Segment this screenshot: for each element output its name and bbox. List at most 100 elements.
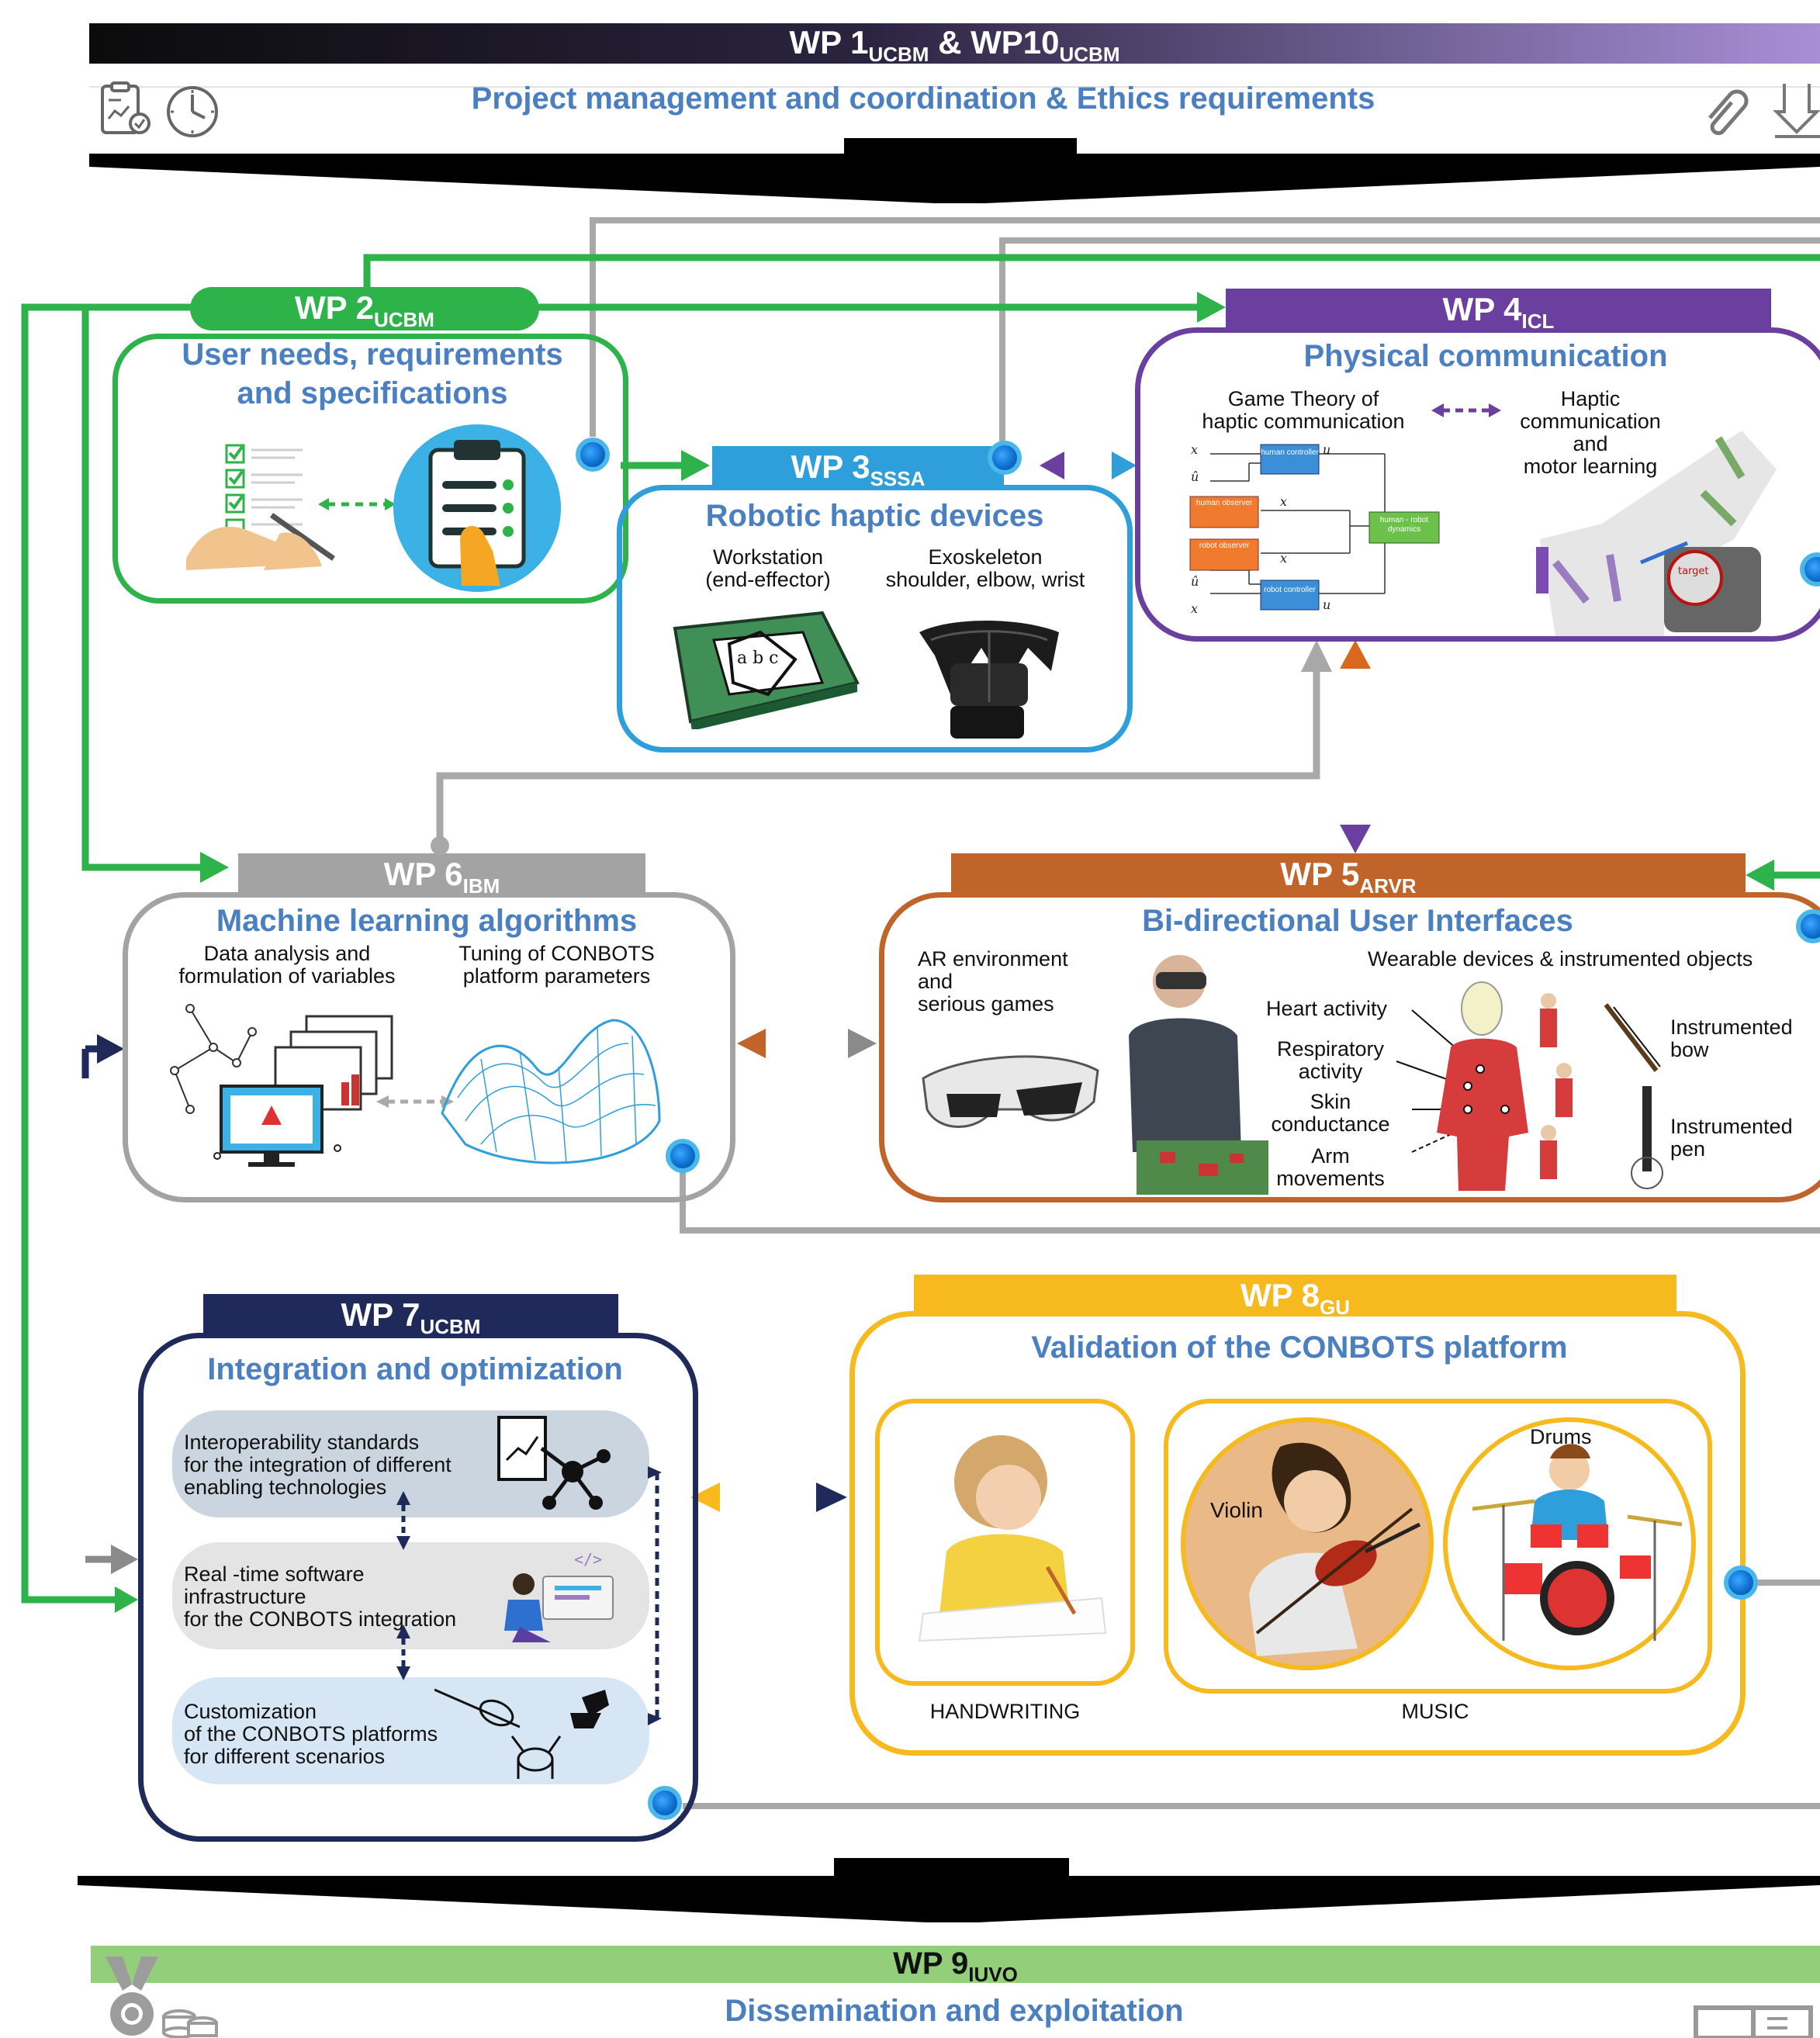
drums-illustration xyxy=(1443,1417,1696,1670)
wp7-header-bg xyxy=(203,1294,618,1337)
svg-text:û: û xyxy=(1191,574,1199,589)
wp2-box xyxy=(112,334,628,604)
wp7-header: WP 7UCBM xyxy=(341,1296,481,1338)
body-sensor-illustration xyxy=(1396,981,1573,1191)
svg-text:û: û xyxy=(1191,469,1199,484)
medal-icon xyxy=(106,1957,158,2036)
wp7-vertical-arrows xyxy=(396,1491,410,1680)
wp9-subtitle: Dissemination and exploitation xyxy=(725,1994,1184,2028)
workstation-tablet-illustration: a b c xyxy=(673,611,860,729)
wp3-connector-dot xyxy=(988,441,1022,475)
wp7-side-dashed-arrow xyxy=(648,1466,662,1725)
scenarios-icons xyxy=(434,1688,609,1779)
tablet-letters: a b c xyxy=(737,649,779,668)
svg-text:</>: </> xyxy=(574,1550,602,1569)
wp4-header: WP 4ICL xyxy=(1442,291,1555,333)
wp8-connector-dot xyxy=(1724,1566,1758,1600)
wp3-workstation-label: Workstation(end-effector) xyxy=(705,545,831,591)
wp9-header: WP 9IUVO xyxy=(893,1946,1018,1986)
paperclip-icon xyxy=(1708,89,1749,136)
wp2-header-bg xyxy=(190,287,539,330)
wp6-header: WP 6IBM xyxy=(383,856,500,898)
wp5-wearable-label: Wearable devices & instrumented objects xyxy=(1368,947,1753,971)
wp5-header-bg xyxy=(951,853,1746,897)
parameter-surface-illustration xyxy=(441,1019,661,1164)
wp7-connector-dot xyxy=(648,1786,682,1820)
wp6-header-bg xyxy=(238,853,645,897)
vr-user-illustration xyxy=(1129,955,1268,1195)
instrumented-objects-illustration xyxy=(1604,1003,1663,1189)
exoskeleton-illustration xyxy=(919,621,1059,739)
violin-illustration xyxy=(1181,1417,1434,1670)
wp3-header: WP 3SSSA xyxy=(791,448,926,490)
block-human-controller: human controller xyxy=(1261,448,1319,457)
clipboard-chart-icon xyxy=(101,81,151,134)
wp4-header-bg xyxy=(1226,289,1771,332)
software-developer-illustration: </> xyxy=(504,1550,614,1642)
svg-text:target: target xyxy=(1678,566,1709,577)
block-robot-controller: robot controller xyxy=(1264,586,1316,594)
clock-icon xyxy=(167,86,218,137)
wp5-connector-dot xyxy=(1796,909,1820,943)
wp8-handwriting-panel xyxy=(875,1399,1135,1686)
block-human-robot-dynamics: human - robot dynamics xyxy=(1379,516,1429,534)
wp7-item3-panel xyxy=(172,1677,649,1784)
wp5-subtitle: Bi-directional User Interfaces xyxy=(1142,904,1573,938)
wp4-dashed-arrow xyxy=(1431,403,1501,417)
wp8-drums-label: Drums xyxy=(1530,1425,1592,1448)
wp2-header: WP 2UCBM xyxy=(295,289,434,331)
wp8-subtitle: Validation of the CONBOTS platform xyxy=(1031,1330,1568,1365)
svg-text:x: x xyxy=(1280,494,1287,509)
wp6-connector-dot xyxy=(666,1139,700,1173)
wp8-handwriting-label: HANDWRITING xyxy=(929,1700,1081,1723)
download-icon xyxy=(1773,84,1820,138)
wp8-violin-label: Violin xyxy=(1210,1498,1263,1522)
wp6-subtitle: Machine learning algorithms xyxy=(216,904,638,938)
ar-glasses-illustration xyxy=(922,1055,1099,1128)
clipboard-illustration xyxy=(393,424,561,592)
block-robot-observer: robot observer xyxy=(1199,542,1250,550)
top-funnel xyxy=(89,138,1820,203)
wp8-music-label: MUSIC xyxy=(1401,1700,1469,1723)
wp1-header: WP 1UCBM & WP10UCBM xyxy=(789,24,1120,66)
child-handwriting-illustration xyxy=(918,1435,1107,1642)
svg-text:x: x xyxy=(1191,442,1198,457)
wp8-header: WP 8GU xyxy=(1240,1277,1350,1319)
wp4-subtitle: Physical communication xyxy=(1303,339,1668,373)
dual-robot-illustration: target xyxy=(1536,431,1777,636)
svg-text:u: u xyxy=(1323,597,1330,612)
svg-text:x: x xyxy=(1191,601,1198,616)
wp3-subtitle: Robotic haptic devices xyxy=(705,499,1044,533)
wp1-subtitle: Project management and coordination & Et… xyxy=(471,81,1375,116)
wp9-bar xyxy=(91,1946,1820,1983)
svg-text:u: u xyxy=(1323,442,1330,457)
wp6-junction xyxy=(431,836,449,855)
wp1-bar xyxy=(89,23,1820,64)
wp2-dashed-arrow xyxy=(318,498,396,510)
coins-icon xyxy=(162,2009,218,2038)
wp5-heart-label: Heart activity xyxy=(1265,997,1388,1020)
wp8-music-panel xyxy=(1164,1399,1712,1694)
checklist-hand-illustration xyxy=(186,444,336,570)
wp2-connector-dot xyxy=(576,438,610,472)
wp8-header-bg xyxy=(914,1275,1676,1317)
interoperability-icon xyxy=(497,1416,611,1510)
wp5-header: WP 5ARVR xyxy=(1280,856,1417,898)
bottom-funnel xyxy=(78,1858,1820,1922)
